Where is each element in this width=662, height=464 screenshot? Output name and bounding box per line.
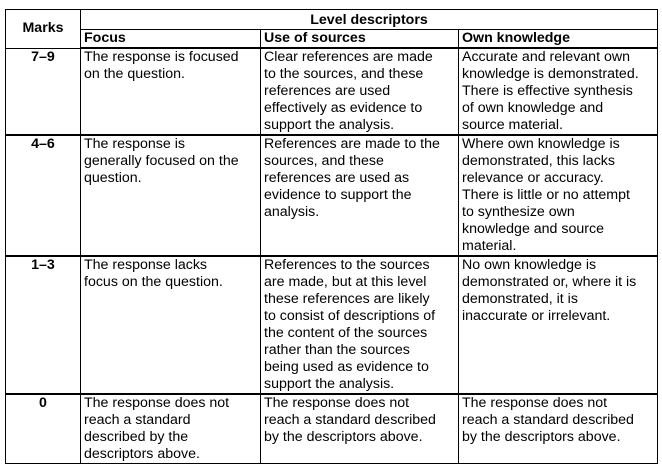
marks-band: 0 bbox=[5, 393, 81, 464]
markscheme-table: Marks Level descriptors Focus Use of sou… bbox=[5, 9, 658, 464]
focus-column-header: Focus bbox=[80, 29, 261, 49]
header-row-top: Marks Level descriptors bbox=[5, 9, 658, 49]
level-descriptors-header: Level descriptors bbox=[80, 9, 658, 30]
table-row: 7–9 The response is focused on the quest… bbox=[5, 47, 658, 136]
marks-band: 4–6 bbox=[5, 134, 81, 257]
sources-descriptor: References to the sources are made, but … bbox=[260, 255, 459, 395]
sources-descriptor: References are made to the sources, and … bbox=[260, 134, 459, 257]
sources-descriptor: Clear references are made to the sources… bbox=[260, 47, 459, 136]
knowledge-descriptor: The response does not reach a standard d… bbox=[458, 393, 658, 464]
marks-band: 1–3 bbox=[5, 255, 81, 395]
knowledge-descriptor: Accurate and relevant own knowledge is d… bbox=[458, 47, 658, 136]
table-row: 1–3 The response lacks focus on the ques… bbox=[5, 255, 658, 395]
knowledge-descriptor: Where own knowledge is demonstrated, thi… bbox=[458, 134, 658, 257]
marks-band: 7–9 bbox=[5, 47, 81, 136]
focus-descriptor: The response is generally focused on the… bbox=[80, 134, 261, 257]
focus-descriptor: The response does not reach a standard d… bbox=[80, 393, 261, 464]
knowledge-descriptor: No own knowledge is demonstrated or, whe… bbox=[458, 255, 658, 395]
marks-header: Marks bbox=[5, 9, 81, 49]
table-row: 0 The response does not reach a standard… bbox=[5, 393, 658, 464]
sources-column-header: Use of sources bbox=[260, 29, 459, 49]
header-row-columns: Focus Use of sources Own knowledge bbox=[6, 29, 658, 49]
knowledge-column-header: Own knowledge bbox=[458, 29, 658, 49]
sources-descriptor: The response does not reach a standard d… bbox=[260, 393, 459, 464]
focus-descriptor: The response is focused on the question. bbox=[80, 47, 261, 136]
focus-descriptor: The response lacks focus on the question… bbox=[80, 255, 261, 395]
table-row: 4–6 The response is generally focused on… bbox=[5, 134, 658, 257]
